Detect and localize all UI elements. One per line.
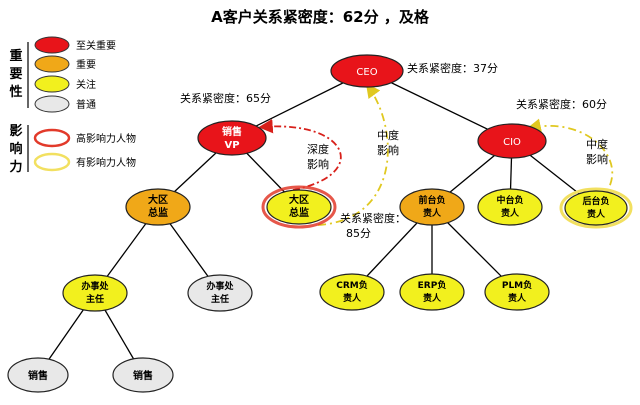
node-crm-label-line1: CRM负 [336,279,368,291]
node-ceo-label: CEO [356,67,377,78]
node-sales-1-label: 销售 [28,369,48,382]
node-back-lead [564,190,628,226]
medium-influence-center-label-line1: 中度 [377,128,399,142]
medium-influence-right-label-line1: 中度 [586,137,608,151]
legend-attention-label: 关注 [76,78,96,91]
high-influence-ring-region-b [261,185,337,229]
node-plm-lead [484,273,550,311]
node-sales-vp-label-line2: VP [224,140,239,151]
legend-influence-heading-3: 力 [9,159,22,175]
node-middle-label-line1: 中台负 [496,194,523,206]
legend-influence-swatch [33,152,71,172]
node-region-a [125,188,191,226]
influence-ring-back [559,187,633,229]
node-back-label-line1: 后台负 [582,195,609,207]
legend-attention-swatch [34,75,70,93]
node-ceo [330,54,404,88]
node-erp-label-line1: ERP负 [418,279,447,291]
medium-influence-center-label-line2: 影响 [377,144,399,157]
node-cio [477,123,547,159]
legend-high-influence-swatch [33,128,71,148]
legend-influence-heading-1: 影 [9,123,22,139]
node-sales-2 [112,357,174,393]
node-middle-lead [477,188,543,226]
node-erp-label-line2: 责人 [423,292,442,304]
medium-influence-arrow-center [317,83,389,226]
node-sales-vp-label-line1: 销售 [222,125,242,138]
legend-critical-label: 至关重要 [76,39,116,52]
node-office-a-label-line2: 主任 [86,293,104,305]
node-region-b-label-line2: 总监 [289,206,309,219]
legend-important-swatch [34,55,70,73]
node-region-b [266,189,332,225]
page-title: A客户关系紧密度：62分 ，及格 [211,8,429,26]
ceo-score-label: 关系紧密度：37分 [407,61,498,75]
legend-important-label: 重要 [76,58,96,71]
legend-influence-label: 有影响力人物 [76,156,136,169]
node-front-lead [399,188,465,226]
legend-critical-swatch [34,36,70,54]
legend-importance-heading-3: 性 [9,84,22,100]
node-back-label-line2: 责人 [587,208,606,220]
deep-influence-label-line2: 影响 [307,158,329,171]
node-region-a-label-line1: 大区 [148,193,168,206]
legend-importance-heading-2: 要 [9,67,22,82]
node-erp-lead [399,273,465,311]
legend: 重 要 性 影 响 力 至关重要 重要 关注 普通 [9,36,136,175]
node-front-label-line2: 责人 [423,207,442,219]
legend-normal-swatch [34,95,70,113]
front-score-label-line1: 关系紧密度： [340,211,406,225]
node-office-a [62,274,128,312]
front-score-label-line2: 85分 [346,227,371,240]
node-office-a-label-line1: 办事处 [81,280,109,292]
salesvp-score-label: 关系紧密度：65分 [180,91,271,105]
deep-influence-label-line1: 深度 [307,142,329,156]
deep-influence-arrow [258,118,342,191]
node-middle-label-line2: 责人 [501,207,520,219]
node-sales-1 [7,357,69,393]
node-cio-label: CIO [503,137,521,148]
node-office-b-label-line1: 办事处 [206,280,234,292]
node-crm-label-line2: 责人 [343,292,362,304]
node-sales-2-label: 销售 [133,369,153,382]
legend-high-influence-label: 高影响力人物 [76,132,136,145]
cio-score-label: 关系紧密度：60分 [516,97,607,111]
medium-influence-right-label-line2: 影响 [586,153,608,166]
node-region-b-label-line1: 大区 [289,193,309,206]
node-crm-lead [319,273,385,311]
legend-normal-label: 普通 [76,98,96,111]
node-plm-label-line2: 责人 [508,292,527,304]
medium-influence-arrow-right [526,118,614,201]
node-office-b-label-line2: 主任 [211,293,229,305]
legend-importance-heading-1: 重 [9,48,22,64]
node-region-a-label-line2: 总监 [148,206,168,219]
node-office-b [187,274,253,312]
node-plm-label-line1: PLM负 [502,279,532,291]
legend-influence-heading-2: 响 [9,141,22,157]
node-front-label-line1: 前台负 [418,194,445,206]
node-sales-vp [197,120,267,156]
